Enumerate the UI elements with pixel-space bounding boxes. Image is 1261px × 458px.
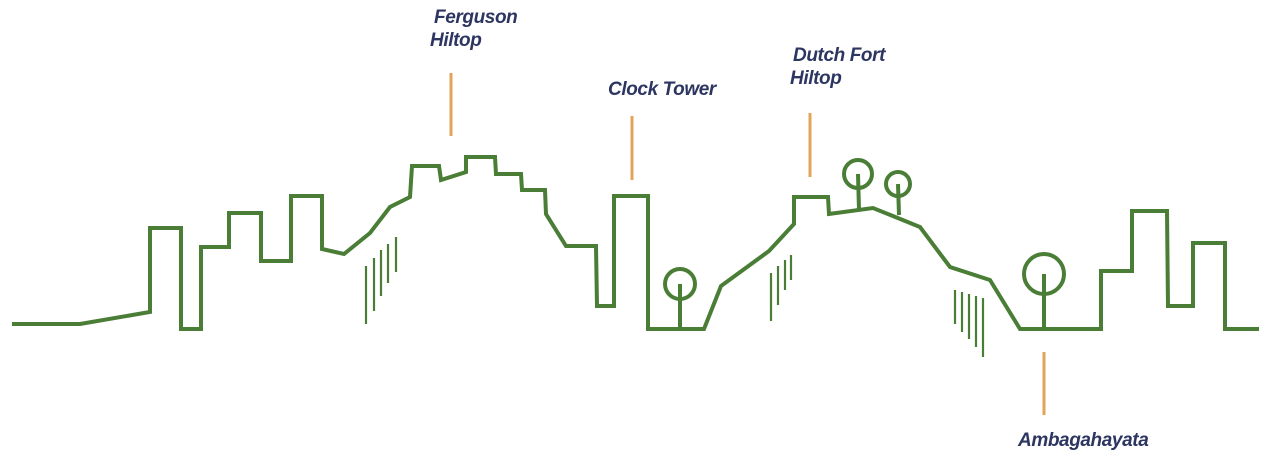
label-clock-tower: Clock Tower — [608, 78, 716, 101]
tree-icon — [665, 269, 695, 330]
label-dutch-fort-line1: Dutch Fort — [790, 44, 885, 67]
tree-icon — [886, 172, 910, 215]
label-dutch-fort-hiltop: Dutch Fort Hiltop — [790, 44, 885, 90]
label-ambagahayata: Ambagahayata — [1018, 429, 1148, 452]
label-dutch-fort-line2: Hiltop — [790, 67, 885, 90]
tree-icon — [844, 160, 872, 210]
label-clock-tower-line1: Clock Tower — [608, 78, 716, 101]
label-ambagahayata-line1: Ambagahayata — [1018, 429, 1148, 452]
skyline-outline — [12, 157, 1259, 329]
tree-icon — [1024, 254, 1064, 330]
label-ferguson-line1: Ferguson — [430, 6, 517, 29]
label-ferguson-line2: Hiltop — [430, 29, 517, 52]
label-ferguson-hiltop: Ferguson Hiltop — [430, 6, 517, 52]
